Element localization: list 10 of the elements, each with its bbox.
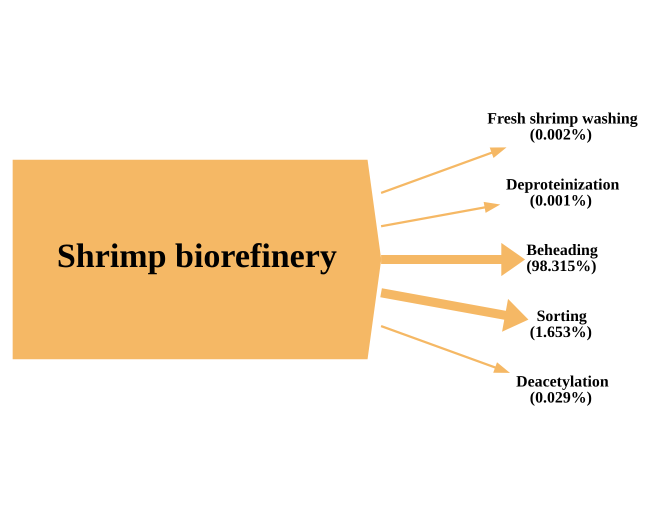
arrow <box>380 288 528 332</box>
node-text: Beheading (98.315%) <box>526 242 598 276</box>
node-text: Sorting (1.653%) <box>530 308 592 341</box>
node-text: Deproteinization (0.001%) <box>506 176 620 210</box>
node-text: Deacetylation (0.029%) <box>516 374 609 407</box>
node-text: Fresh shrimp washing (0.002%) <box>487 110 638 144</box>
arrow <box>381 242 526 276</box>
arrow <box>380 147 507 194</box>
arrow <box>380 324 510 373</box>
arrow <box>380 202 500 228</box>
